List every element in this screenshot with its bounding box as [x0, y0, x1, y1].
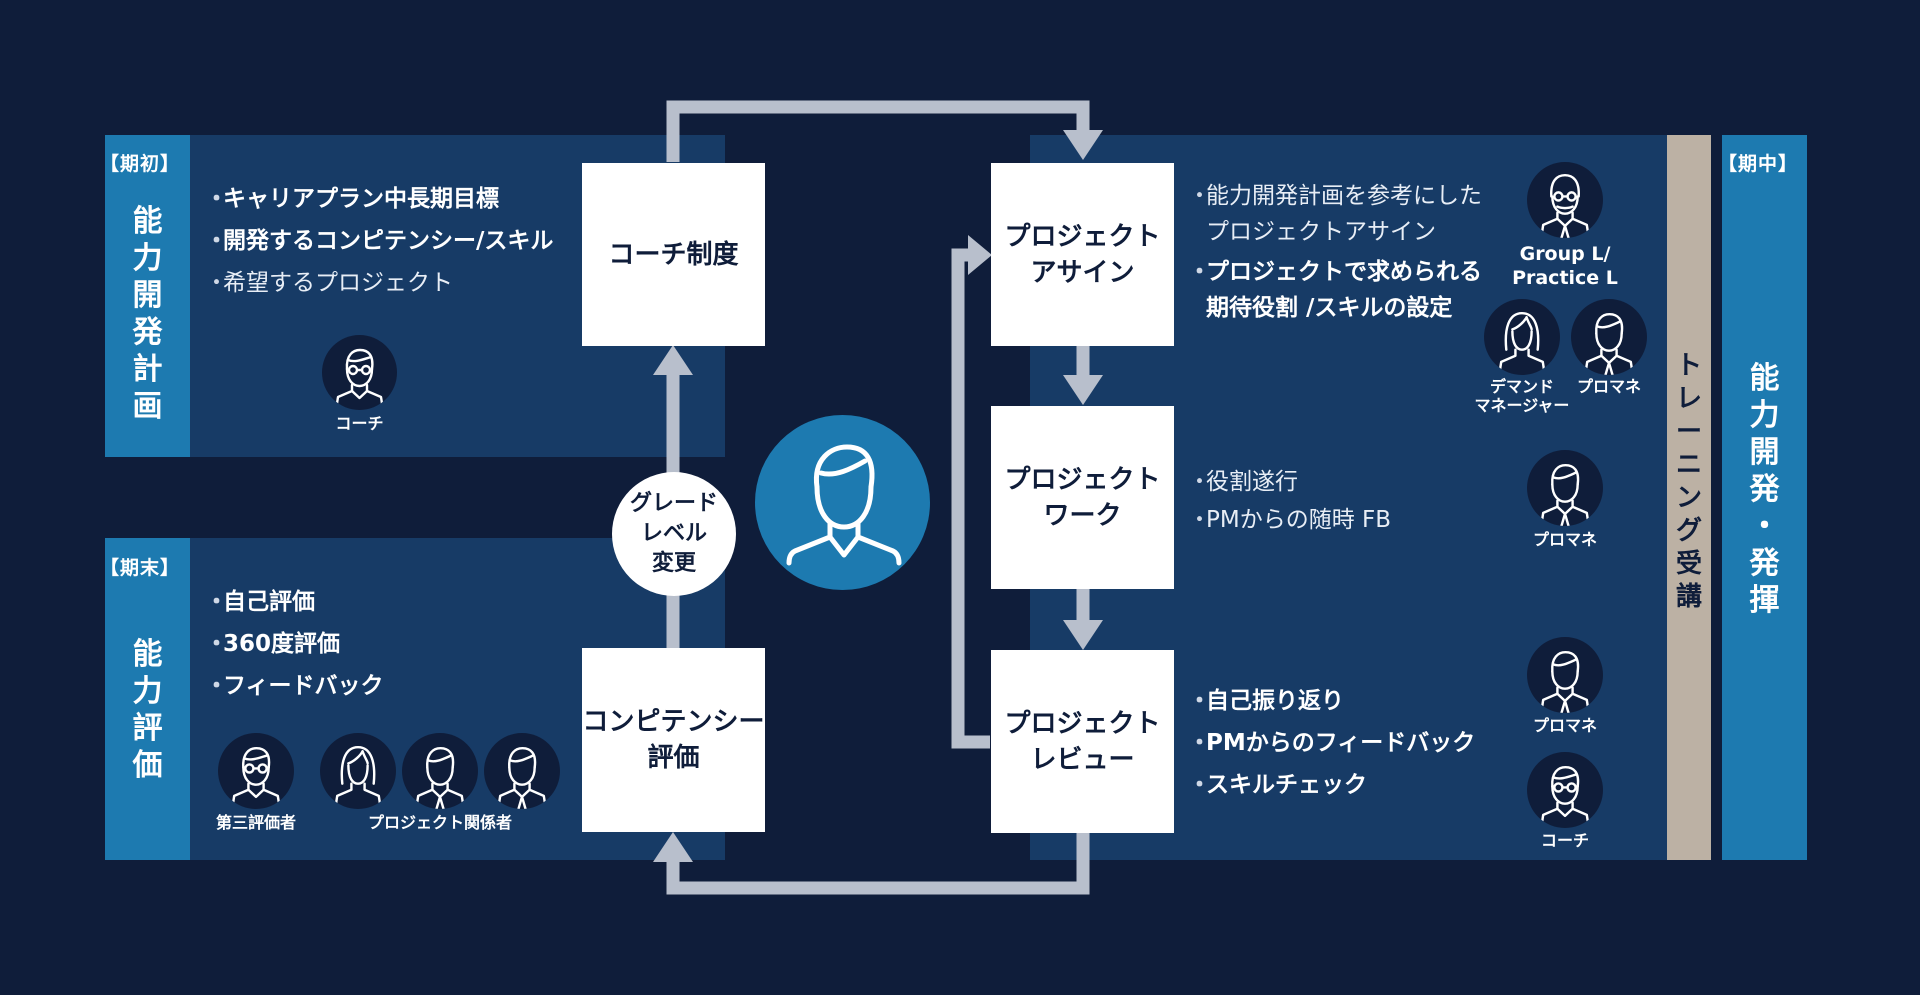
initial-tag: 【期初】 — [100, 153, 181, 175]
pm-label: プロマネ — [1532, 716, 1597, 735]
coach-label: コーチ — [335, 414, 384, 433]
manager-avatar-icon — [1527, 162, 1603, 238]
list-item: ・PMからのフィードバック — [1188, 730, 1476, 756]
list-item: ・自己評価 — [205, 589, 315, 615]
coach-avatar-icon — [322, 335, 397, 410]
project-assign-box: プロジェクト アサイン — [991, 163, 1174, 346]
coach-avatar-icon — [1527, 752, 1603, 828]
midterm-tag: 【期中】 — [1718, 153, 1799, 175]
arrow-review-to-competency — [666, 833, 1090, 895]
man-tie-avatar-icon — [1527, 450, 1603, 526]
initial-title: 能力開発計画 — [132, 204, 163, 424]
final-sidebar — [105, 538, 190, 860]
final-bullets: ・自己評価 ・360度評価 ・フィードバック — [205, 581, 384, 707]
grade-change-circle: グレード レベル 変更 — [612, 472, 736, 596]
arrowhead-competency — [653, 832, 693, 862]
arrow-coach-to-assign — [666, 100, 1090, 162]
initial-sidebar — [105, 135, 190, 457]
assign-bullets: ・能力開発計画を参考にした プロジェクトアサイン ・プロジェクトで求められる 期… — [1188, 178, 1482, 326]
list-item: ・PMからの随時 FB — [1188, 507, 1392, 533]
project-work-box: プロジェクト ワーク — [991, 406, 1174, 589]
man-tie-avatar-icon — [1571, 299, 1647, 375]
list-item: 期待役割 /スキルの設定 — [1206, 295, 1453, 321]
list-item: ・能力開発計画を参考にした — [1188, 183, 1482, 209]
man-tie-avatar-icon — [484, 733, 560, 809]
work-bullets: ・役割遂行 ・PMからの随時 FB — [1188, 463, 1391, 539]
pm-label: プロマネ — [1576, 377, 1641, 396]
person-icon — [755, 415, 930, 590]
demand-manager-label: デマンドマネージャー — [1474, 377, 1570, 415]
list-item: ・スキルチェック — [1188, 772, 1367, 798]
training-bar — [1667, 135, 1711, 860]
list-item: ・自己振り返り — [1188, 688, 1344, 714]
list-item: ・フィードバック — [205, 673, 384, 699]
review-bullets: ・自己振り返り ・PMからのフィードバック ・スキルチェック — [1188, 680, 1475, 806]
list-item: ・開発するコンピテンシー/スキル — [205, 228, 554, 254]
woman-avatar-icon — [1484, 299, 1560, 375]
list-item: ・役割遂行 — [1188, 469, 1298, 495]
third-party-avatar-icon — [218, 733, 294, 809]
list-item: ・プロジェクトで求められる — [1188, 259, 1482, 285]
arrowhead-review — [1063, 620, 1103, 650]
group-leader-label: Group L/Practice L — [1512, 243, 1618, 289]
arrowhead-work — [1063, 375, 1103, 405]
list-item: ・キャリアプラン中長期目標 — [205, 186, 499, 212]
training-label: トレーニング受講 — [1675, 351, 1702, 612]
competency-evaluation-box: コンピテンシー 評価 — [582, 648, 765, 832]
list-item: プロジェクトアサイン — [1206, 219, 1436, 245]
midterm-title: 能力開発・発揮 — [1749, 361, 1780, 618]
project-people-label: プロジェクト関係者 — [367, 813, 512, 832]
midterm-sidebar — [1722, 135, 1807, 860]
final-tag: 【期末】 — [100, 557, 181, 579]
list-item: ・360度評価 — [205, 631, 341, 657]
coach-label: コーチ — [1540, 831, 1589, 850]
arrowhead-assign-left — [968, 235, 992, 275]
arrow-review-to-assign — [951, 248, 990, 749]
third-party-label: 第三評価者 — [215, 813, 296, 832]
man-tie-avatar-icon — [1527, 637, 1603, 713]
pm-label: プロマネ — [1532, 530, 1597, 549]
arrowhead-assign-top — [1063, 130, 1103, 160]
final-title: 能力評価 — [132, 637, 163, 783]
list-item: ・希望するプロジェクト — [205, 270, 453, 296]
man-tie-avatar-icon — [402, 733, 478, 809]
coach-system-box: コーチ制度 — [582, 163, 765, 346]
arrowhead-coach — [653, 345, 693, 375]
woman-avatar-icon — [320, 733, 396, 809]
project-review-box: プロジェクト レビュー — [991, 650, 1174, 833]
initial-bullets: ・キャリアプラン中長期目標 ・開発するコンピテンシー/スキル ・希望するプロジェ… — [205, 178, 553, 304]
